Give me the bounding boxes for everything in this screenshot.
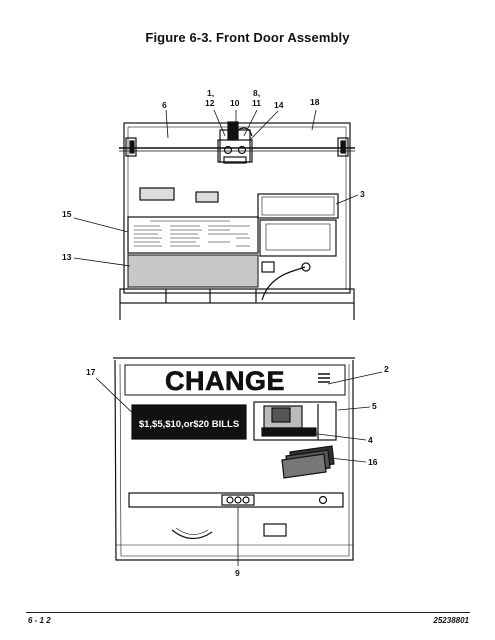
bill-acceptor	[253, 401, 337, 441]
callout-14: 14	[274, 100, 284, 110]
callout-11: 11	[252, 98, 261, 108]
page-number: 6 - 1 2	[28, 616, 51, 625]
bottom-leader-lines	[95, 371, 383, 566]
callout-10: 10	[230, 98, 240, 108]
top-leader-lines	[73, 109, 359, 267]
change-sign-text: CHANGE	[165, 366, 285, 396]
bills-fan	[281, 445, 335, 479]
stippled-panel	[127, 254, 259, 288]
coin-slot-icon	[318, 373, 330, 383]
front-door-outline	[114, 359, 354, 561]
callout-4: 4	[368, 435, 373, 445]
lock-assembly	[217, 121, 253, 164]
door-rear-view	[119, 121, 355, 320]
figure-title: Figure 6-3. Front Door Assembly	[145, 30, 350, 45]
callout-6: 6	[162, 100, 167, 110]
callout-12: 12	[205, 98, 215, 108]
callout-15: 15	[62, 209, 72, 219]
bills-label-text: $1,$5,$10,or$20 BILLS	[139, 419, 239, 430]
bills-panel	[131, 404, 247, 440]
callout-9: 9	[235, 568, 240, 578]
callout-1: 1,	[207, 88, 214, 98]
callout-16: 16	[368, 457, 378, 467]
footer-rule	[26, 612, 470, 613]
document-number: 25238801	[433, 616, 469, 625]
instruction-label	[127, 216, 259, 254]
callout-13: 13	[62, 252, 72, 262]
door-front-view	[113, 357, 355, 561]
callout-17: 17	[86, 367, 96, 377]
callout-8: 8,	[253, 88, 260, 98]
callout-18: 18	[310, 97, 320, 107]
callout-3: 3	[360, 189, 365, 199]
callout-2: 2	[384, 364, 389, 374]
callout-5: 5	[372, 401, 377, 411]
